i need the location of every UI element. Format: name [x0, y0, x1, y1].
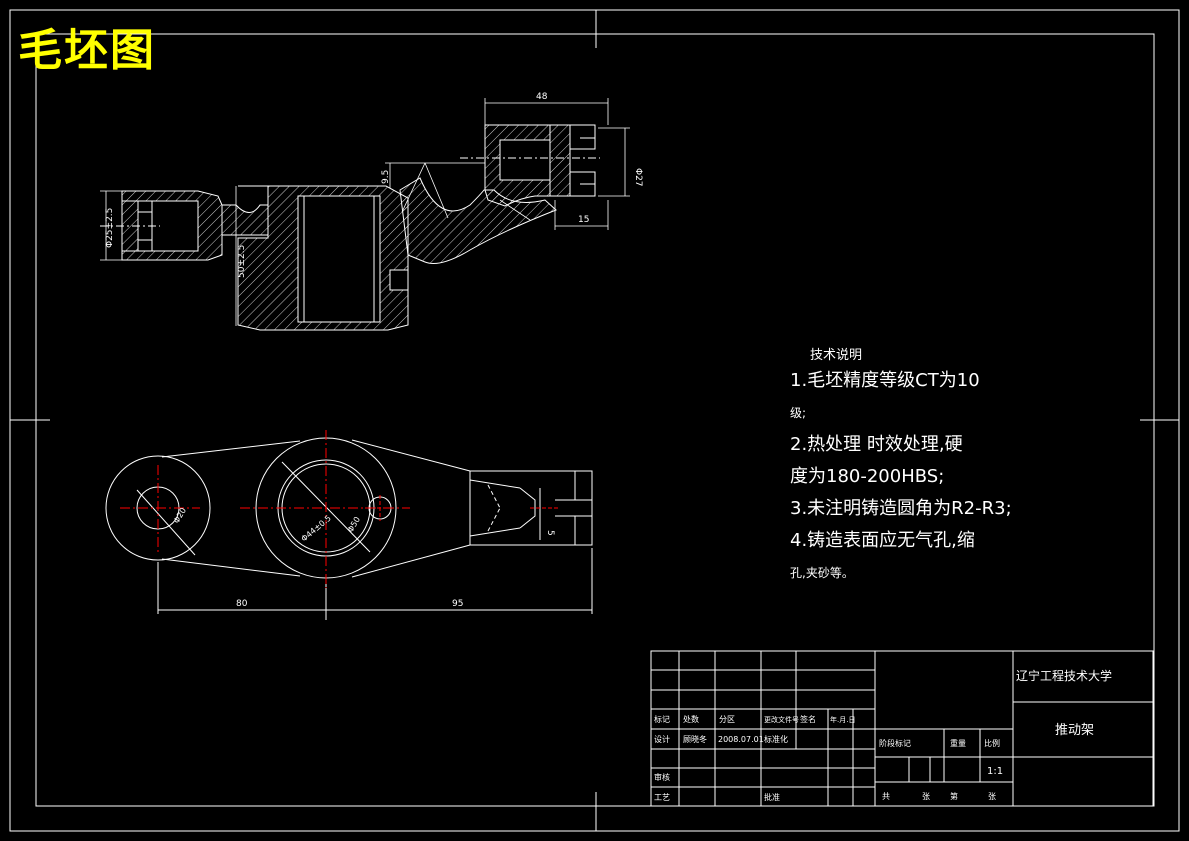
tb-sheet: 张: [988, 792, 996, 801]
tb-ratio: 比例: [984, 738, 1000, 748]
notes-heading: 技术说明: [810, 348, 863, 363]
title-block-labels: 标记 处数 分区 更改文件号 签名 年.月.日 设计 顾晓冬 2008.07.0…: [654, 668, 1112, 802]
sheet-frame: [9, 9, 1180, 832]
tb-school: 辽宁工程技术大学: [1016, 668, 1112, 683]
tb-approve: 批准: [764, 792, 780, 802]
front-view-dimensions: [100, 98, 630, 326]
note-line-2: 级;: [790, 406, 807, 420]
note-line-5: 3.未注明铸造圆角为R2-R3;: [790, 498, 1012, 519]
tb-weight: 重量: [950, 738, 966, 748]
dim-top-width: 48: [536, 92, 548, 102]
technical-notes: 技术说明 1.毛坯精度等级CT为10 级; 2.热处理 时效处理,硬 度为180…: [790, 344, 1012, 595]
tb-nth: 第: [950, 791, 958, 801]
title-block-grid: [650, 650, 1154, 807]
note-line-3: 2.热处理 时效处理,硬: [790, 434, 963, 455]
dim-small-hole: Φ20: [172, 506, 188, 525]
dim-left-dia: Φ25±2.5: [105, 208, 115, 248]
tb-scale: 1:1: [987, 766, 1003, 777]
note-line-1: 1.毛坯精度等级CT为10: [790, 370, 980, 391]
tb-review: 审核: [654, 772, 670, 782]
dim-big-hole-inner: Φ44±0.5: [300, 514, 333, 544]
dim-plan-5: 5: [545, 530, 555, 536]
tb-date: 2008.07.01: [718, 735, 764, 744]
tb-part-name: 推动架: [1055, 723, 1094, 738]
dim-plan-95: 95: [452, 599, 463, 609]
dim-big-hole-outer: Φ50: [346, 515, 362, 534]
tb-process: 工艺: [654, 793, 670, 802]
tb-standard: 标准化: [764, 734, 788, 744]
tb-row-label-4: 更改文件号: [764, 715, 799, 724]
sheet-title: 毛坯图: [18, 25, 156, 76]
note-line-6: 4.铸造表面应无气孔,缩: [790, 530, 975, 551]
tb-sheets: 张: [922, 792, 930, 801]
dim-right-15: 15: [578, 215, 589, 225]
tb-row-label-3: 分区: [719, 715, 735, 724]
tb-row-label-5: 签名: [800, 714, 816, 724]
front-section-view: [100, 124, 600, 331]
dim-left-height: 50±2.5: [237, 245, 247, 278]
note-line-4: 度为180-200HBS;: [790, 466, 945, 487]
dim-plan-80: 80: [236, 599, 248, 609]
tb-row-label-2: 处数: [683, 714, 699, 724]
tb-designer: 顾晓冬: [683, 734, 707, 744]
tb-row-label-6: 年.月.日: [830, 715, 855, 724]
tb-design: 设计: [654, 734, 670, 744]
dim-right-dia: Φ27: [633, 168, 643, 187]
tb-total: 共: [882, 792, 890, 801]
tb-stage-mark: 阶段标记: [879, 738, 911, 748]
plan-centerlines: [120, 430, 560, 588]
dim-depth: 9.5: [381, 170, 391, 184]
tb-row-label-1: 标记: [654, 714, 670, 724]
note-line-7: 孔,夹砂等。: [790, 566, 854, 580]
